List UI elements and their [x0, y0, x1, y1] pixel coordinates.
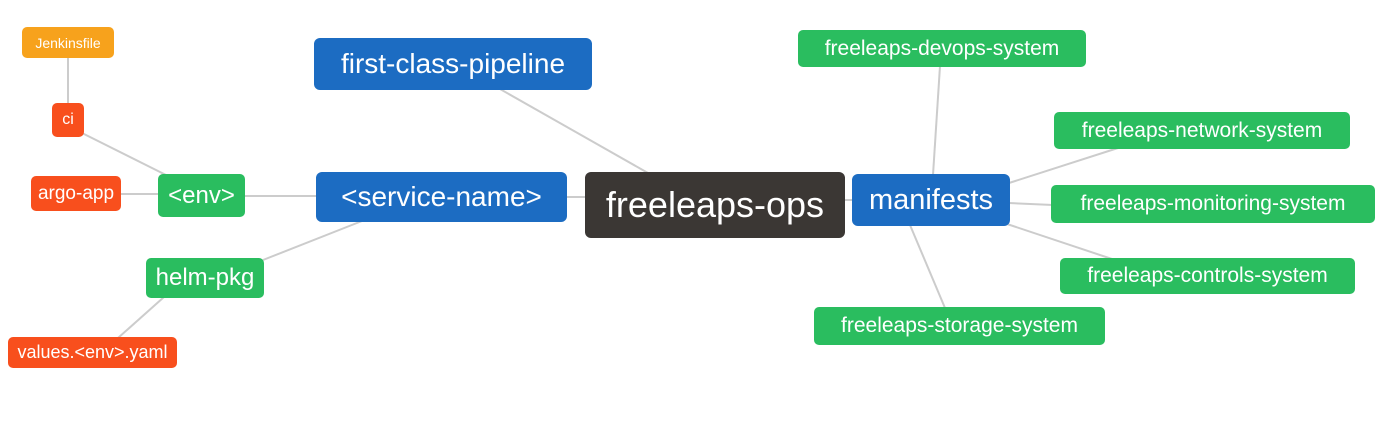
- node-freeleaps-monitoring-system[interactable]: freeleaps-monitoring-system: [1051, 185, 1375, 223]
- node-argo-app[interactable]: argo-app: [31, 176, 121, 211]
- node-freeleaps-controls-system[interactable]: freeleaps-controls-system: [1060, 258, 1355, 294]
- edge-helm-pkg-service-name: [262, 220, 363, 261]
- node-first-class-pipeline[interactable]: first-class-pipeline: [314, 38, 592, 90]
- edge-manifests-monitoring-system: [1008, 202, 1054, 206]
- node-freeleaps-network-system[interactable]: freeleaps-network-system: [1054, 112, 1350, 149]
- edge-manifests-devops-system: [932, 65, 941, 176]
- node-manifests[interactable]: manifests: [852, 174, 1010, 226]
- node-jenkinsfile[interactable]: Jenkinsfile: [22, 27, 114, 58]
- edge-first-class-pipeline-freeleaps-ops: [499, 88, 649, 174]
- node-helm-pkg[interactable]: helm-pkg: [146, 258, 264, 298]
- node-ci[interactable]: ci: [52, 103, 84, 137]
- node-service-name[interactable]: <service-name>: [316, 172, 567, 222]
- node-env[interactable]: <env>: [158, 174, 245, 217]
- node-freeleaps-devops-system[interactable]: freeleaps-devops-system: [798, 30, 1086, 67]
- node-freeleaps-storage-system[interactable]: freeleaps-storage-system: [814, 307, 1105, 345]
- node-freeleaps-ops[interactable]: freeleaps-ops: [585, 172, 845, 238]
- edge-ci-env: [79, 131, 173, 179]
- edge-manifests-controls-system: [1006, 223, 1113, 260]
- edge-manifests-storage-system: [909, 224, 946, 309]
- edge-values-helm-pkg: [117, 296, 165, 339]
- node-values-env-yaml[interactable]: values.<env>.yaml: [8, 337, 177, 368]
- edge-manifests-network-system: [1008, 147, 1119, 184]
